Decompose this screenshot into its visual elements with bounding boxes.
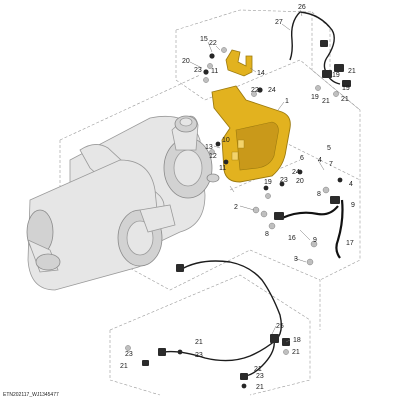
- callout-9: 9: [313, 237, 317, 244]
- upper-bracket: [225, 49, 253, 77]
- callout-21: 21: [256, 384, 264, 391]
- callout-26: 26: [298, 4, 306, 11]
- callout-11: 11: [219, 165, 226, 172]
- callout-2: 2: [234, 204, 238, 211]
- callout-19: 19: [342, 85, 350, 92]
- callout-3: 3: [294, 256, 298, 263]
- callout-24: 24: [292, 169, 300, 176]
- callout-8: 8: [317, 191, 321, 198]
- drawing-reference-code: ETN202117_WJ1345477: [3, 392, 59, 398]
- callout-21: 21: [348, 68, 356, 75]
- callout-5: 5: [327, 145, 331, 152]
- callout-10: 10: [222, 137, 230, 144]
- callout-23: 23: [280, 177, 288, 184]
- callout-8: 8: [265, 231, 269, 238]
- callout-23: 23: [194, 67, 202, 74]
- callout-21: 21: [120, 363, 128, 370]
- callout-23: 23: [195, 352, 203, 359]
- callout-14: 14: [257, 70, 265, 77]
- callout-15: 15: [200, 36, 208, 43]
- callout-labels: 26 27 15 22 20 23 11 14 19 19 19 21 21 2…: [120, 4, 356, 391]
- callout-17: 17: [346, 240, 354, 247]
- callout-4: 4: [349, 181, 353, 188]
- callout-13: 13: [205, 144, 213, 151]
- callout-22: 22: [209, 40, 217, 47]
- callout-21: 21: [292, 349, 300, 356]
- callout-20: 20: [182, 58, 190, 65]
- callout-20: 20: [296, 178, 304, 185]
- callout-4: 4: [318, 157, 322, 164]
- callout-1: 1: [285, 98, 289, 105]
- callout-25: 25: [276, 323, 284, 330]
- callout-23: 23: [256, 373, 264, 380]
- hardware: [125, 40, 351, 389]
- callout-19: 19: [311, 94, 319, 101]
- callout-27: 27: [275, 19, 283, 26]
- callout-21: 21: [254, 366, 262, 373]
- callout-21: 21: [195, 339, 203, 346]
- callout-7: 7: [329, 161, 333, 168]
- callout-12: 12: [209, 153, 217, 160]
- callout-24: 24: [268, 87, 276, 94]
- callout-19: 19: [332, 72, 340, 79]
- callout-22: 22: [251, 87, 259, 94]
- callout-6: 6: [300, 155, 304, 162]
- engine-exhaust-assembly: [26, 115, 220, 291]
- callout-16: 16: [288, 235, 296, 242]
- callout-21: 21: [341, 96, 349, 103]
- callout-11: 11: [211, 68, 218, 75]
- heat-shield-bracket: [211, 85, 291, 183]
- callout-21: 21: [322, 98, 330, 105]
- leader-lines: [189, 9, 325, 343]
- callout-23: 23: [125, 351, 133, 358]
- callout-19: 19: [264, 179, 272, 186]
- callout-18: 18: [293, 337, 301, 344]
- callout-9: 9: [351, 202, 355, 209]
